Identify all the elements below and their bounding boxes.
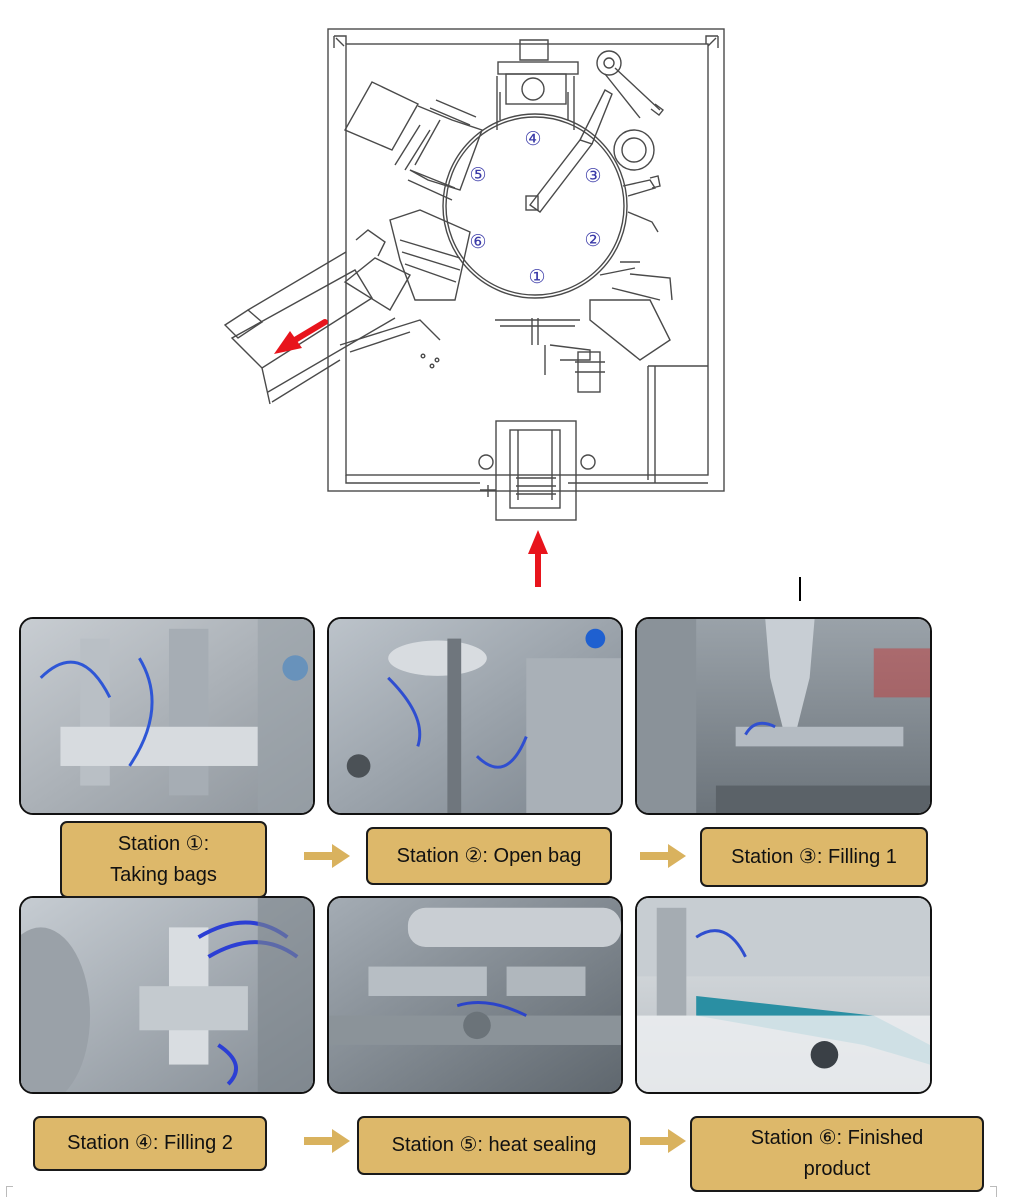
station-2-photo bbox=[327, 617, 623, 815]
turntable-number-1: ① bbox=[528, 266, 545, 288]
station-4-label-line-1: Station ④: Filling 2 bbox=[67, 1132, 233, 1154]
station-1-label-line-2: Taking bags bbox=[110, 863, 217, 886]
turntable-number-2: ② bbox=[584, 229, 601, 251]
station-1-label-line-1: Station ①: bbox=[117, 832, 210, 855]
page-corner-left bbox=[6, 1186, 13, 1197]
station-6-label: Station ⑥: Finished product bbox=[690, 1116, 984, 1192]
station-5-label-line-1: Station ⑤: heat sealing bbox=[391, 1134, 597, 1156]
station-4-label: Station ④: Filling 2 bbox=[33, 1116, 267, 1171]
input-direction-arrow bbox=[528, 530, 548, 587]
flow-arrow-5-to-6 bbox=[640, 1129, 686, 1153]
output-direction-arrow bbox=[274, 319, 328, 354]
turntable-number-4: ④ bbox=[524, 128, 541, 150]
station-3-label-line-1: Station ③: Filling 1 bbox=[731, 845, 897, 868]
station-3-photo bbox=[635, 617, 932, 815]
station-2-label-line-1: Station ②: Open bag bbox=[396, 844, 582, 867]
flow-arrow-1-to-2 bbox=[304, 844, 350, 868]
flow-arrow-4-to-5 bbox=[304, 1129, 350, 1153]
station-4-photo bbox=[19, 896, 315, 1094]
station-1-photo bbox=[19, 617, 315, 815]
station-6-photo bbox=[635, 896, 932, 1094]
station-5-photo bbox=[327, 896, 623, 1094]
flow-arrow-2-to-3 bbox=[640, 844, 686, 868]
station-6-label-line-1: Station ⑥: Finished bbox=[750, 1127, 924, 1149]
text-cursor bbox=[799, 577, 801, 601]
station-2-label: Station ②: Open bag bbox=[366, 827, 612, 885]
turntable-number-6: ⑥ bbox=[469, 231, 486, 253]
page-corner-right bbox=[990, 1186, 997, 1197]
station-6-label-line-2: product bbox=[803, 1158, 871, 1180]
station-3-label: Station ③: Filling 1 bbox=[700, 827, 928, 887]
turntable-number-3: ③ bbox=[584, 165, 601, 187]
turntable-station-numbers: ① ② ③ ④ ⑤ ⑥ bbox=[469, 128, 601, 288]
machine-frame bbox=[223, 28, 725, 521]
station-5-label: Station ⑤: heat sealing bbox=[357, 1116, 631, 1175]
station-1-label: Station ①: Taking bags bbox=[60, 821, 267, 898]
machine-layout-diagram: ① ② ③ ④ ⑤ ⑥ bbox=[223, 28, 725, 587]
turntable-number-5: ⑤ bbox=[469, 164, 486, 186]
